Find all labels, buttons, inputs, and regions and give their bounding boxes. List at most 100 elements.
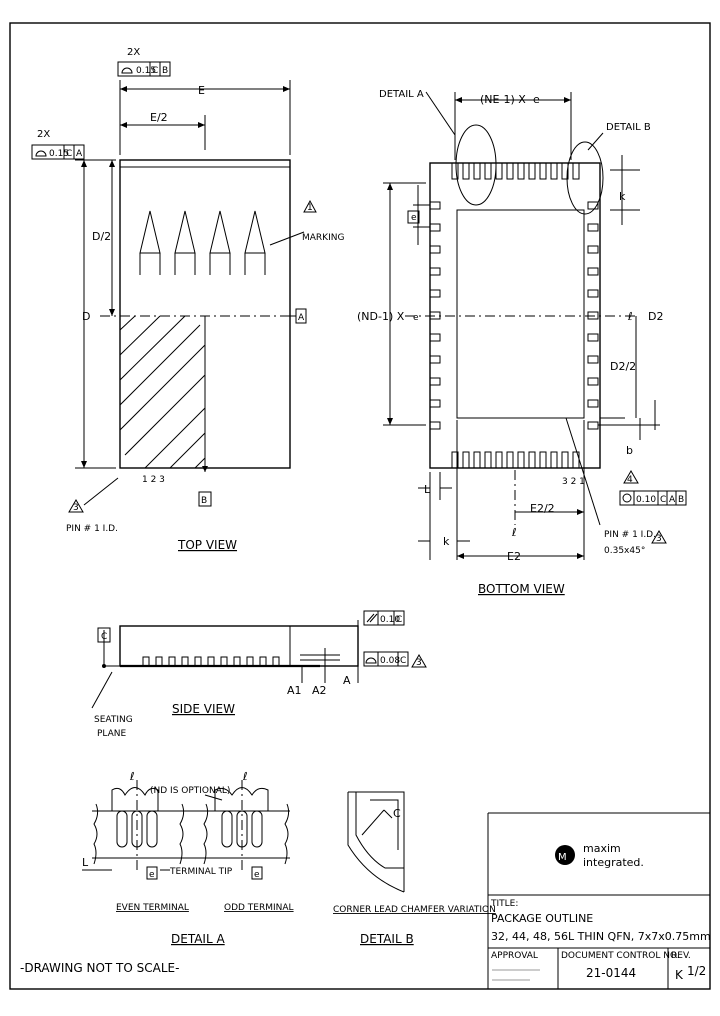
title-line2: 32, 44, 48, 56L THIN QFN, 7x7x0.75mm: [491, 930, 711, 943]
dim-e-half: E/2: [150, 111, 168, 124]
revision: K: [675, 968, 684, 982]
tol-value-left: 0.15: [49, 149, 69, 159]
datum-b-bv: B: [678, 495, 684, 505]
nd-pitch-label: (ND-1) X: [357, 310, 405, 323]
k-bottom: k: [443, 535, 450, 548]
dim-e2: E2: [507, 550, 521, 563]
detail-a: ℓ ℓ (ND IS OPTIONAL) TERMINAL TIP L e e …: [82, 770, 294, 946]
dim-a1: A1: [287, 684, 302, 697]
svg-text:M: M: [558, 852, 567, 863]
detail-b: C CORNER LEAD CHAMFER VARIATION DETAIL B: [333, 791, 496, 946]
detail-b-caption: CORNER LEAD CHAMFER VARIATION: [333, 905, 496, 915]
dim-e2-half: E2/2: [530, 502, 555, 515]
detail-a-l: L: [82, 856, 89, 869]
doc-control-label: DOCUMENT CONTROL NO.: [561, 951, 680, 961]
datum-c-ref: C: [152, 66, 158, 76]
pin-numbers-bottom: 3 2 1: [562, 477, 585, 487]
top-view: 2X 0.15 C B 2X 0.15 C A E E/2 D/2 D A 1 …: [31, 47, 344, 552]
logo-text-maxim: maxim: [583, 842, 621, 855]
side-note: 3: [416, 658, 422, 668]
optional-label: (ND IS OPTIONAL): [150, 786, 230, 796]
detail-a-e1: e: [149, 870, 155, 880]
note-4: 4: [627, 475, 633, 485]
side-terminals: [142, 656, 280, 667]
pos-tol: 0.10: [636, 495, 656, 505]
e-sym-top: e: [533, 93, 540, 106]
odd-terminal-label: ODD TERMINAL: [224, 903, 294, 913]
exposed-pad: [456, 209, 585, 419]
top-terminals: [451, 162, 580, 180]
top-view-title: TOP VIEW: [177, 538, 237, 552]
detail-a-cl1: ℓ: [129, 770, 135, 783]
sheet-border: [9, 22, 711, 990]
k-top: k: [619, 190, 626, 203]
maxim-logo-icon: [555, 845, 575, 865]
datum-b-ref: B: [162, 66, 168, 76]
even-terminal-label: EVEN TERMINAL: [116, 903, 189, 913]
detail-a-title: DETAIL A: [171, 932, 225, 946]
title-line1: PACKAGE OUTLINE: [491, 912, 593, 925]
dim-d2-half: D2/2: [610, 360, 636, 373]
flatness-value: 0.10: [380, 615, 400, 625]
plane-label: PLANE: [97, 729, 127, 739]
side-datum-c: C: [101, 632, 107, 642]
drawing-not-to-scale-note: -DRAWING NOT TO SCALE-: [20, 961, 179, 975]
pin-note-num: 3: [73, 503, 79, 513]
rev-label: REV.: [671, 951, 691, 961]
pin-numbers-top: 1 2 3: [142, 475, 165, 485]
detail-b-title: DETAIL B: [360, 932, 414, 946]
datum-a-ref-left: A: [76, 149, 83, 159]
dim-e: E: [198, 84, 205, 97]
detail-b-circle: [566, 141, 604, 215]
coplanarity-value: 0.08: [380, 656, 400, 666]
datum-c-ref-left: C: [66, 149, 72, 159]
cl-right: ℓ: [627, 310, 633, 323]
marking-triangles: [139, 210, 266, 275]
marking-label: MARKING: [302, 233, 344, 243]
detail-a-ref: DETAIL A: [379, 89, 424, 100]
e-sym-mid: e: [413, 313, 419, 323]
count-2x-top: 2X: [127, 47, 140, 58]
detail-a-circle: [455, 124, 497, 206]
pin1-note: 3: [656, 534, 662, 544]
pin1-label-bottom: PIN # 1 I.D.: [604, 530, 656, 540]
dim-a: A: [343, 674, 351, 687]
dim-a2: A2: [312, 684, 327, 697]
doc-number: 21-0144: [586, 966, 636, 980]
chamfer-label: 0.35x45°: [604, 546, 645, 556]
datum-a-box: A: [298, 313, 305, 323]
dim-d: D: [82, 310, 90, 323]
datum-c-bv: C: [660, 495, 666, 505]
right-terminals: [587, 201, 599, 430]
title-block: M maxim integrated. TITLE: PACKAGE OUTLI…: [487, 812, 711, 989]
ne-pitch-label: (NE-1) X: [480, 93, 526, 106]
tol-value-top: 0.15: [136, 66, 156, 76]
dim-d-half: D/2: [92, 230, 111, 243]
bottom-view: DETAIL A DETAIL B (NE-1) X e k (ND-1) X …: [357, 89, 687, 596]
pin1-label-top: PIN # 1 I.D.: [66, 524, 118, 534]
side-view-title: SIDE VIEW: [172, 702, 235, 716]
logo-text-integrated: integrated.: [583, 856, 644, 869]
marking-note-num: 1: [307, 203, 313, 213]
approval-label: APPROVAL: [491, 951, 538, 961]
detail-a-cl2: ℓ: [242, 770, 248, 783]
bottom-view-title: BOTTOM VIEW: [478, 582, 565, 596]
hatch-pattern: [119, 315, 206, 469]
e-sym-left: e: [411, 213, 417, 223]
detail-a-e2: e: [254, 870, 260, 880]
side-view: C 0.10 C 0.08 C 3 A1 A2 A SEATING PLANE …: [91, 610, 427, 739]
datum-b-box: B: [201, 496, 207, 506]
title-label: TITLE:: [490, 899, 518, 909]
sheet-number: 1/2: [687, 964, 706, 978]
seating-label: SEATING: [94, 715, 133, 725]
coplanarity-ref: C: [400, 656, 406, 666]
dim-d2: D2: [648, 310, 663, 323]
datum-a-bv: A: [669, 495, 676, 505]
count-2x-left: 2X: [37, 129, 50, 140]
dim-b: b: [626, 444, 633, 457]
detail-b-c: C: [393, 807, 401, 820]
detail-b-ref: DETAIL B: [606, 122, 651, 133]
flatness-ref: C: [396, 615, 402, 625]
